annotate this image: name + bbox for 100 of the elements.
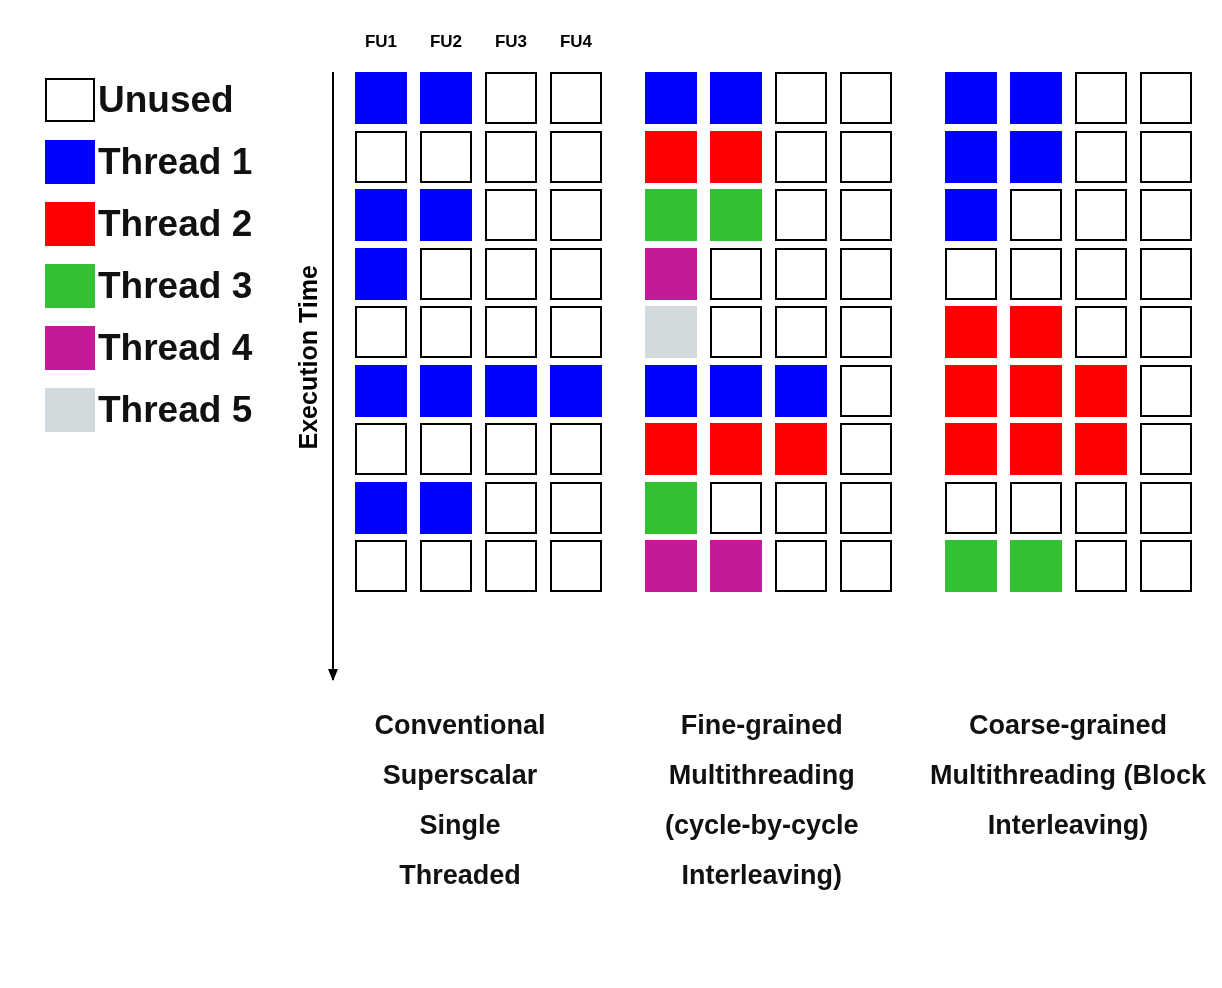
filled-slot xyxy=(420,364,472,417)
legend-label: Thread 2 xyxy=(98,202,253,246)
empty-slot xyxy=(1140,540,1192,592)
legend-label: Thread 1 xyxy=(98,140,253,184)
filled-slot xyxy=(945,189,997,241)
empty-slot xyxy=(840,481,892,534)
empty-slot xyxy=(1075,72,1127,124)
empty-slot xyxy=(485,306,537,358)
empty-slot xyxy=(710,481,762,534)
filled-slot xyxy=(645,189,697,241)
empty-slot xyxy=(840,364,892,417)
empty-slot xyxy=(485,72,537,124)
empty-slot xyxy=(840,247,892,300)
filled-slot xyxy=(355,247,407,300)
filled-slot xyxy=(355,364,407,417)
empty-slot xyxy=(1010,247,1062,300)
empty-slot xyxy=(1140,306,1192,358)
filled-slot xyxy=(945,423,997,475)
empty-slot xyxy=(355,130,407,183)
legend-label: Thread 3 xyxy=(98,264,253,308)
empty-slot xyxy=(1140,130,1192,183)
filled-slot xyxy=(645,540,697,592)
filled-slot xyxy=(945,364,997,417)
filled-slot xyxy=(645,72,697,124)
filled-slot xyxy=(710,423,762,475)
empty-slot xyxy=(775,189,827,241)
filled-slot xyxy=(1010,364,1062,417)
empty-slot xyxy=(550,540,602,592)
empty-slot xyxy=(710,247,762,300)
filled-slot xyxy=(1010,72,1062,124)
empty-slot xyxy=(1075,540,1127,592)
empty-slot xyxy=(485,130,537,183)
empty-slot xyxy=(485,189,537,241)
empty-slot xyxy=(420,423,472,475)
filled-slot xyxy=(945,306,997,358)
filled-slot xyxy=(710,72,762,124)
empty-slot xyxy=(775,130,827,183)
legend-label: Thread 4 xyxy=(98,326,253,370)
empty-slot xyxy=(1010,481,1062,534)
empty-slot xyxy=(1140,189,1192,241)
empty-slot xyxy=(840,423,892,475)
filled-slot xyxy=(710,130,762,183)
empty-slot xyxy=(485,481,537,534)
filled-slot xyxy=(420,72,472,124)
panel-caption: Conventional Superscalar Single Threaded xyxy=(374,709,546,892)
empty-slot xyxy=(775,306,827,358)
filled-slot xyxy=(645,130,697,183)
filled-slot xyxy=(710,364,762,417)
empty-slot xyxy=(550,189,602,241)
empty-slot xyxy=(945,247,997,300)
filled-slot xyxy=(420,189,472,241)
filled-slot xyxy=(1010,423,1062,475)
empty-slot xyxy=(420,306,472,358)
filled-slot xyxy=(550,364,602,417)
filled-slot xyxy=(645,306,697,358)
filled-slot xyxy=(1075,364,1127,417)
empty-slot xyxy=(420,540,472,592)
filled-slot xyxy=(775,423,827,475)
empty-slot xyxy=(840,130,892,183)
empty-slot xyxy=(485,247,537,300)
empty-slot xyxy=(1140,247,1192,300)
filled-slot xyxy=(775,364,827,417)
empty-slot xyxy=(355,306,407,358)
empty-slot xyxy=(840,540,892,592)
empty-slot xyxy=(550,481,602,534)
empty-slot xyxy=(1140,364,1192,417)
filled-slot xyxy=(1010,130,1062,183)
empty-slot xyxy=(355,423,407,475)
filled-slot xyxy=(710,540,762,592)
empty-slot xyxy=(420,247,472,300)
column-header: FU4 xyxy=(558,32,594,52)
empty-slot xyxy=(550,306,602,358)
filled-slot xyxy=(645,364,697,417)
empty-slot xyxy=(1075,189,1127,241)
empty-slot xyxy=(775,72,827,124)
empty-slot xyxy=(710,306,762,358)
filled-slot xyxy=(420,481,472,534)
filled-slot xyxy=(645,247,697,300)
empty-slot xyxy=(485,540,537,592)
empty-slot xyxy=(1075,306,1127,358)
empty-slot xyxy=(840,189,892,241)
empty-slot xyxy=(550,423,602,475)
empty-slot xyxy=(840,306,892,358)
empty-slot xyxy=(775,481,827,534)
legend-label: Unused xyxy=(98,78,234,122)
filled-slot xyxy=(710,189,762,241)
filled-slot xyxy=(355,481,407,534)
empty-slot xyxy=(1075,130,1127,183)
empty-slot xyxy=(1140,72,1192,124)
filled-slot xyxy=(1010,306,1062,358)
filled-slot xyxy=(645,481,697,534)
empty-slot xyxy=(1010,189,1062,241)
empty-slot xyxy=(945,481,997,534)
empty-slot xyxy=(1140,481,1192,534)
empty-slot xyxy=(775,540,827,592)
column-header: FU1 xyxy=(363,32,399,52)
empty-slot xyxy=(775,247,827,300)
filled-slot xyxy=(945,540,997,592)
filled-slot xyxy=(945,72,997,124)
empty-slot xyxy=(420,130,472,183)
